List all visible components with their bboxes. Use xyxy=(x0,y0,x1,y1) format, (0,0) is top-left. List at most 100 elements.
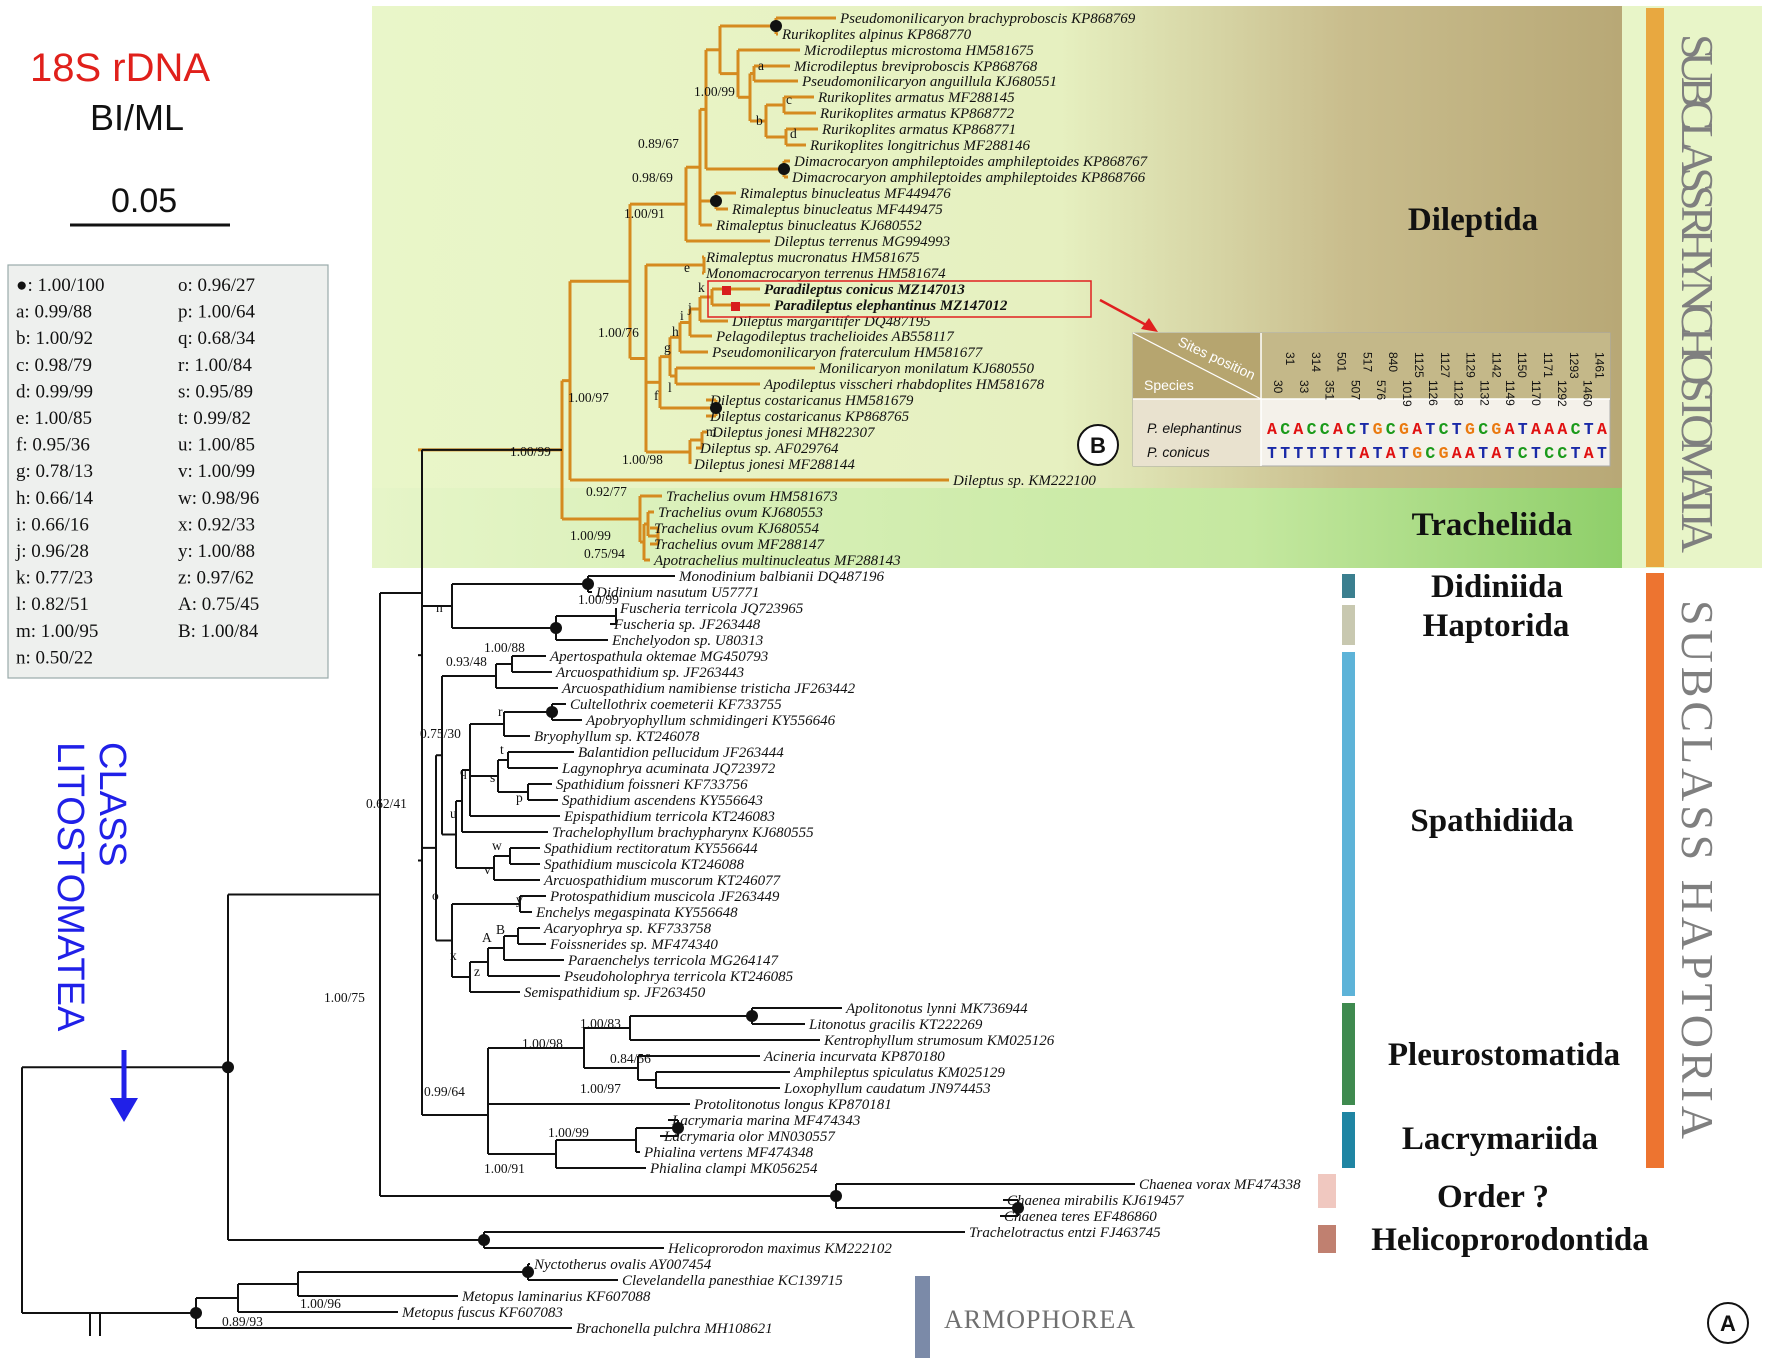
node-support-value: 1.00/75 xyxy=(324,990,365,1005)
sequence-base: T xyxy=(1518,420,1528,439)
node-support-value: 0.84/56 xyxy=(610,1051,651,1066)
sequence-base: A xyxy=(1597,420,1607,439)
panel-b-letter: B xyxy=(1090,433,1106,458)
taxon-label: Dileptus terrenus MG994993 xyxy=(773,234,950,250)
new-sequence-marker xyxy=(722,286,731,295)
sequence-base: C xyxy=(1571,420,1581,439)
sequence-base: G xyxy=(1439,444,1449,463)
inset-species-conicus: P. conicus xyxy=(1147,444,1210,460)
site-position-label: 1128 xyxy=(1452,380,1466,406)
support-legend-entry: u: 1.00/85 xyxy=(178,435,255,456)
inset-species-column xyxy=(1133,399,1261,466)
node-support-value: 1.00/99 xyxy=(578,592,619,607)
taxon-label: Rimaleptus mucronatus HM581675 xyxy=(705,250,920,266)
site-position-label: 517 xyxy=(1360,352,1374,372)
order-spathidiida: Spathidiida xyxy=(1410,803,1573,839)
taxon-label: Balantidion pellucidum JF263444 xyxy=(578,745,784,761)
support-dot xyxy=(778,163,790,175)
support-legend-entry: m: 1.00/95 xyxy=(16,621,98,642)
sequence-base: A xyxy=(1584,444,1594,463)
node-support-letter: e xyxy=(684,260,690,275)
node-support-value: 0.92/77 xyxy=(586,484,627,499)
subclass-haptoria: SUBCLASS HAPTORIA xyxy=(1672,600,1723,1140)
node-support-letter: c xyxy=(786,92,792,107)
inset-diagonal xyxy=(1132,332,1262,400)
support-dot xyxy=(550,622,562,634)
sequence-base: T xyxy=(1373,444,1383,463)
node-support-value: 1.00/96 xyxy=(300,1296,341,1311)
node-support-value: 1.00/91 xyxy=(624,206,665,221)
node-support-letter: j xyxy=(687,300,692,315)
taxon-label: Spathidium foissneri KF733756 xyxy=(556,777,748,793)
sequence-base: A xyxy=(1452,444,1462,463)
rhynchostomatia-background xyxy=(372,6,1622,568)
support-legend-entry: g: 0.78/13 xyxy=(16,461,93,482)
site-position-label: 30 xyxy=(1271,380,1285,394)
support-dot xyxy=(546,706,558,718)
node-support-letter: m xyxy=(706,424,717,439)
site-position-label: 507 xyxy=(1348,380,1362,400)
taxon-label: Trachelophyllum brachypharynx KJ680555 xyxy=(552,825,814,841)
support-legend-entry: c: 0.98/79 xyxy=(16,355,92,376)
node-support-letter: t xyxy=(500,742,504,757)
callout-arrow xyxy=(1099,298,1149,328)
sequence-base: A xyxy=(1267,420,1277,439)
site-position-label: 314 xyxy=(1309,352,1323,372)
didiniida-bar xyxy=(1342,574,1355,598)
support-dot xyxy=(1012,1202,1024,1214)
taxon-label: Microdileptus breviproboscis KP868768 xyxy=(793,59,1038,75)
rhynchostomatia-bar xyxy=(1646,8,1664,567)
site-position-label: 1171 xyxy=(1541,352,1555,378)
support-dot xyxy=(190,1307,202,1319)
taxon-label: Rimaleptus binucleatus KJ680552 xyxy=(715,218,922,234)
new-sequence-marker xyxy=(731,302,740,311)
support-dot xyxy=(222,1061,234,1074)
taxon-label: Monodinium balbianii DQ487196 xyxy=(678,569,884,585)
sequence-base: T xyxy=(1307,444,1317,463)
node-support-letter: d xyxy=(790,126,797,141)
support-legend-entry: ●: 1.00/100 xyxy=(16,275,105,296)
taxon-label: Pseudomonilicaryon brachyproboscis KP868… xyxy=(839,11,1136,27)
site-position-label: 1170 xyxy=(1529,380,1543,406)
sequence-base: G xyxy=(1412,444,1422,463)
armophorea-bar xyxy=(915,1276,930,1358)
panel-a-badge xyxy=(1707,1302,1749,1344)
class-label-2: LITOSTOMATEA xyxy=(49,742,91,1032)
support-dots xyxy=(190,20,1024,1319)
node-support-value: 1.00/97 xyxy=(568,390,609,405)
sequence-base: A xyxy=(1491,444,1501,463)
taxon-label: Rurikoplites alpinus KP868770 xyxy=(781,27,972,43)
node-support-value: 1.00/98 xyxy=(522,1036,563,1051)
taxon-label: Apobryophyllum schmidingeri KY556646 xyxy=(585,713,836,729)
taxon-label: Enchelyodon sp. U80313 xyxy=(611,633,763,649)
sequence-base: C xyxy=(1320,420,1330,439)
support-legend-entry: k: 0.77/23 xyxy=(16,568,93,589)
marker-title: 18S rDNA xyxy=(30,46,210,90)
sequence-base: A xyxy=(1531,420,1541,439)
tree-branches xyxy=(21,16,1135,1329)
taxon-label: Amphileptus spiculatus KM025129 xyxy=(793,1065,1005,1081)
taxon-label: Fuscheria sp. JF263448 xyxy=(613,617,761,633)
sequence-base: G xyxy=(1373,420,1383,439)
taxon-label: Dileptus costaricanus HM581679 xyxy=(709,393,914,409)
sequence-base: C xyxy=(1557,444,1567,463)
node-support-letter: n xyxy=(436,600,443,615)
sequence-inset: Sites position Species 31303143350135151… xyxy=(1077,332,1611,467)
support-legend-entry: d: 0.99/99 xyxy=(16,381,93,402)
support-legend-box xyxy=(7,264,329,679)
support-legend-entry: A: 0.75/45 xyxy=(178,594,259,615)
support-legend-entry: e: 1.00/85 xyxy=(16,408,92,429)
node-support-value: 0.89/67 xyxy=(638,136,679,151)
support-legend-entry: n: 0.50/22 xyxy=(16,647,93,668)
sequence-base: A xyxy=(1544,420,1554,439)
taxon-label: Protolitonotus longus KP870181 xyxy=(693,1097,892,1113)
sequence-base: A xyxy=(1465,444,1475,463)
node-support-letter: r xyxy=(498,704,503,719)
site-position-label: 1460 xyxy=(1581,380,1595,407)
sequence-base: T xyxy=(1333,444,1343,463)
support-legend-entry: w: 0.98/96 xyxy=(178,488,259,509)
sequence-base: C xyxy=(1518,444,1528,463)
taxon-label: Arcuospathidium muscorum KT246077 xyxy=(543,873,782,889)
